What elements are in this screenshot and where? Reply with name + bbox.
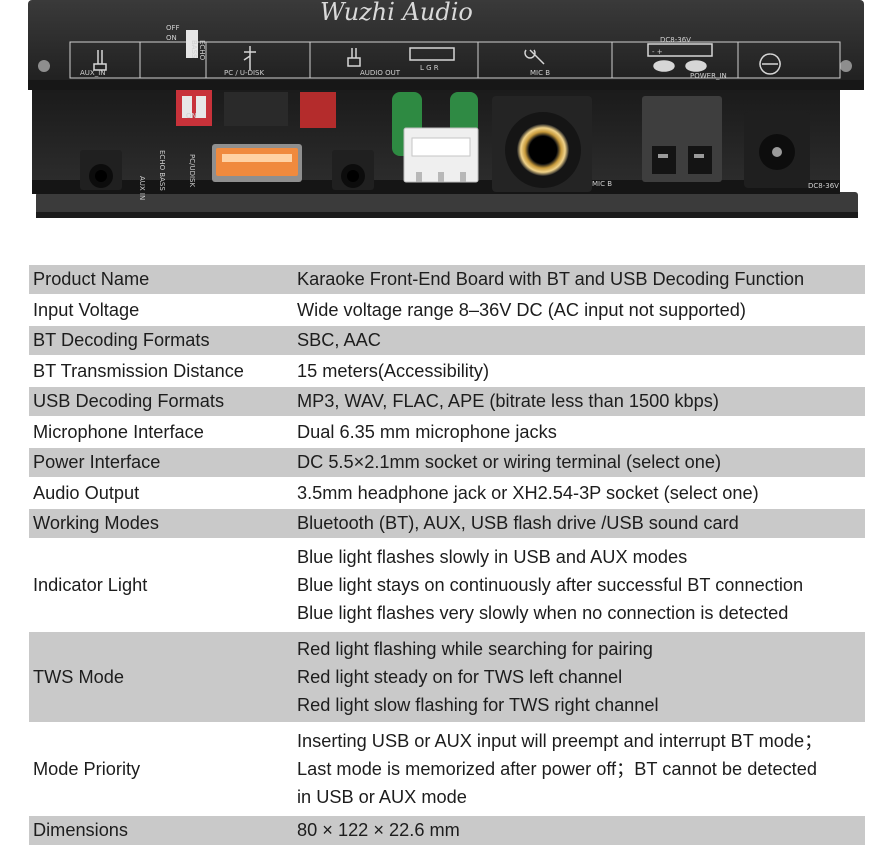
spec-label: Input Voltage <box>29 294 293 325</box>
panel-label-dc-range: DC8-36V <box>660 36 691 44</box>
aux-jack-icon <box>93 50 107 71</box>
spec-value-line: in USB or AUX mode <box>297 786 467 807</box>
panel-label-off: OFF <box>166 24 180 32</box>
panel-label-power-in: POWER_IN <box>690 72 727 80</box>
spec-value: MP3, WAV, FLAC, APE (bitrate less than 1… <box>293 386 865 417</box>
spec-value-line: SBC, AAC <box>297 330 381 351</box>
spec-label: Indicator Light <box>29 538 293 631</box>
dc-power-icon <box>759 53 781 75</box>
panel-label-bass: BASS <box>190 40 198 59</box>
pcb-label-aux-in: AUX IN <box>138 176 146 200</box>
spec-value-line: Wide voltage range 8–36V DC (AC input no… <box>297 299 746 320</box>
panel-label-lgr: L G R <box>420 64 439 72</box>
spec-label: Product Name <box>29 264 293 295</box>
spec-value-line: 3.5mm headphone jack or XH2.54-3P socket… <box>297 482 759 503</box>
spec-value: Wide voltage range 8–36V DC (AC input no… <box>293 294 865 325</box>
spec-value-line: Blue light stays on continuously after s… <box>297 574 804 595</box>
usb-icon <box>243 46 256 70</box>
spec-label: Mode Priority <box>29 722 293 815</box>
spec-value-line: Red light flashing while searching for p… <box>297 638 653 659</box>
spec-value-line: Red light steady on for TWS left channel <box>297 666 623 687</box>
spec-value-line: Bluetooth (BT), AUX, USB flash drive /US… <box>297 513 739 534</box>
panel-label-pc-udisk: PC / U-DISK <box>224 69 264 77</box>
pcb-label-pc-udisk: PC/UDISK <box>188 154 196 187</box>
spec-label: Power Interface <box>29 447 293 478</box>
spec-value-line: Blue light flashes very slowly when no c… <box>297 602 789 623</box>
audio-out-icon <box>347 48 361 67</box>
pcb-label-echo-bass: ECHO BASS <box>158 150 166 191</box>
spec-value-line: Last mode is memorized after power off；B… <box>297 758 817 779</box>
spec-value: Dual 6.35 mm microphone jacks <box>293 416 865 447</box>
panel-label-polarity: - + <box>652 48 663 56</box>
spec-value-line: Red light slow flashing for TWS right ch… <box>297 694 659 715</box>
panel-label-audio-out: AUDIO OUT <box>360 69 401 77</box>
spec-value-line: DC 5.5×2.1mm socket or wiring terminal (… <box>297 452 722 473</box>
spec-value-line: 15 meters(Accessibility) <box>297 360 490 381</box>
spec-value: SBC, AAC <box>293 325 865 356</box>
spec-value: 3.5mm headphone jack or XH2.54-3P socket… <box>293 477 865 508</box>
panel-label-on: ON <box>166 34 177 42</box>
amplifier-board-illustration: ON <box>28 0 864 218</box>
spec-label: BT Transmission Distance <box>29 355 293 386</box>
spec-label: Dimensions <box>29 814 293 845</box>
spec-value-line: Inserting USB or AUX input will preempt … <box>297 730 823 751</box>
spec-value: Bluetooth (BT), AUX, USB flash drive /US… <box>293 508 865 539</box>
spec-value-line: MP3, WAV, FLAC, APE (bitrate less than 1… <box>297 391 719 412</box>
panel-label-mic-b: MIC B <box>530 69 550 77</box>
spec-value-line: 80 × 122 × 22.6 mm <box>297 820 460 841</box>
spec-label: BT Decoding Formats <box>29 325 293 356</box>
bottom-plate <box>36 192 858 218</box>
panel-switch <box>186 30 198 58</box>
pcb-label-mic-b: MIC B <box>592 180 612 188</box>
spec-label: TWS Mode <box>29 630 293 723</box>
spec-value: Inserting USB or AUX input will preempt … <box>293 722 865 815</box>
spec-value-line: Karaoke Front-End Board with BT and USB … <box>297 269 805 290</box>
xh-socket-icon <box>409 47 455 61</box>
pcb-label-dc: DC8-36V <box>808 182 839 190</box>
terminal-icon <box>647 43 713 57</box>
spec-label: Working Modes <box>29 508 293 539</box>
spec-value: 15 meters(Accessibility) <box>293 355 865 386</box>
spec-value-line: Dual 6.35 mm microphone jacks <box>297 421 557 442</box>
spec-label: Audio Output <box>29 477 293 508</box>
spec-label: Microphone Interface <box>29 416 293 447</box>
microphone-icon <box>524 49 545 65</box>
spec-value-line: Blue light flashes slowly in USB and AUX… <box>297 546 688 567</box>
dip-switch <box>176 90 212 126</box>
panel-grid <box>69 41 841 79</box>
panel-label-aux-in: AUX_IN <box>80 69 106 77</box>
spec-value: Red light flashing while searching for p… <box>293 630 865 723</box>
product-photo: ON <box>0 0 894 262</box>
on-label: ON <box>186 112 197 120</box>
spec-value: DC 5.5×2.1mm socket or wiring terminal (… <box>293 447 865 478</box>
spec-label: USB Decoding Formats <box>29 386 293 417</box>
spec-value: 80 × 122 × 22.6 mm <box>293 814 865 845</box>
spec-value: Karaoke Front-End Board with BT and USB … <box>293 264 865 295</box>
panel-label-echo: ECHO <box>198 40 206 61</box>
brand-logo: Wuzhi Audio <box>320 0 473 26</box>
spec-value: Blue light flashes slowly in USB and AUX… <box>293 538 865 631</box>
